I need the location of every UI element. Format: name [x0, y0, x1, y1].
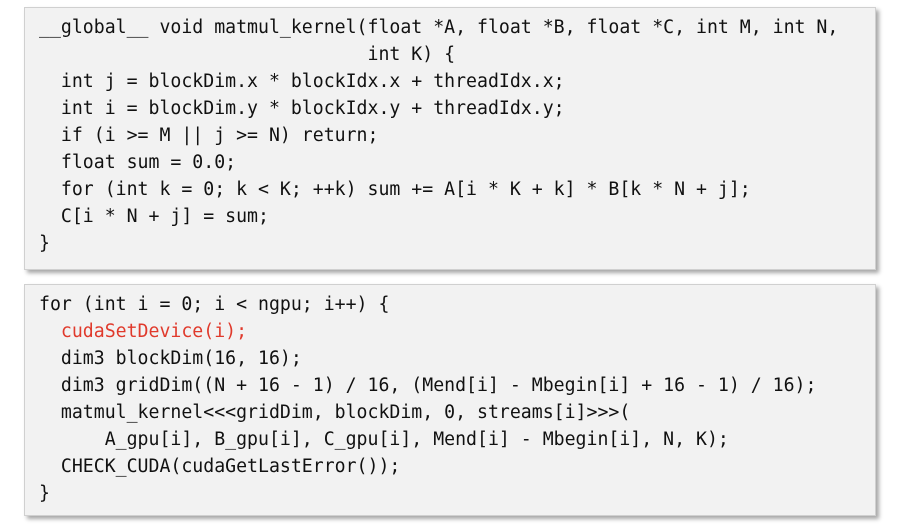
code-line: matmul_kernel<<<gridDim, blockDim, 0, st… — [39, 402, 631, 423]
code-line: C[i * N + j] = sum; — [39, 206, 269, 227]
launch-code-panel: for (int i = 0; i < ngpu; i++) { cudaSet… — [24, 284, 876, 516]
code-line: int K) { — [39, 44, 456, 65]
code-indent — [39, 321, 61, 342]
code-line: CHECK_CUDA(cudaGetLastError()); — [39, 456, 401, 477]
code-line: __global__ void matmul_kernel(float *A, … — [39, 17, 839, 38]
code-line: for (int i = 0; i < ngpu; i++) { — [39, 294, 390, 315]
code-line: A_gpu[i], B_gpu[i], C_gpu[i], Mend[i] - … — [39, 429, 729, 450]
launch-code-block: for (int i = 0; i < ngpu; i++) { cudaSet… — [39, 291, 816, 507]
code-line: dim3 blockDim(16, 16); — [39, 348, 302, 369]
code-line: int i = blockDim.y * blockIdx.y + thread… — [39, 98, 565, 119]
code-line: int j = blockDim.x * blockIdx.x + thread… — [39, 71, 565, 92]
code-line: if (i >= M || j >= N) return; — [39, 125, 379, 146]
code-line: } — [39, 483, 50, 504]
kernel-code-panel: __global__ void matmul_kernel(float *A, … — [24, 7, 876, 270]
code-line: float sum = 0.0; — [39, 152, 237, 173]
code-line: } — [39, 233, 50, 254]
highlighted-cuda-set-device: cudaSetDevice(i); — [60, 321, 248, 342]
highlighted-code-line: cudaSetDevice(i); — [39, 318, 816, 345]
kernel-code-block: __global__ void matmul_kernel(float *A, … — [39, 14, 838, 257]
code-line: for (int k = 0; k < K; ++k) sum += A[i *… — [39, 179, 751, 200]
code-line: dim3 gridDim((N + 16 - 1) / 16, (Mend[i]… — [39, 375, 817, 396]
